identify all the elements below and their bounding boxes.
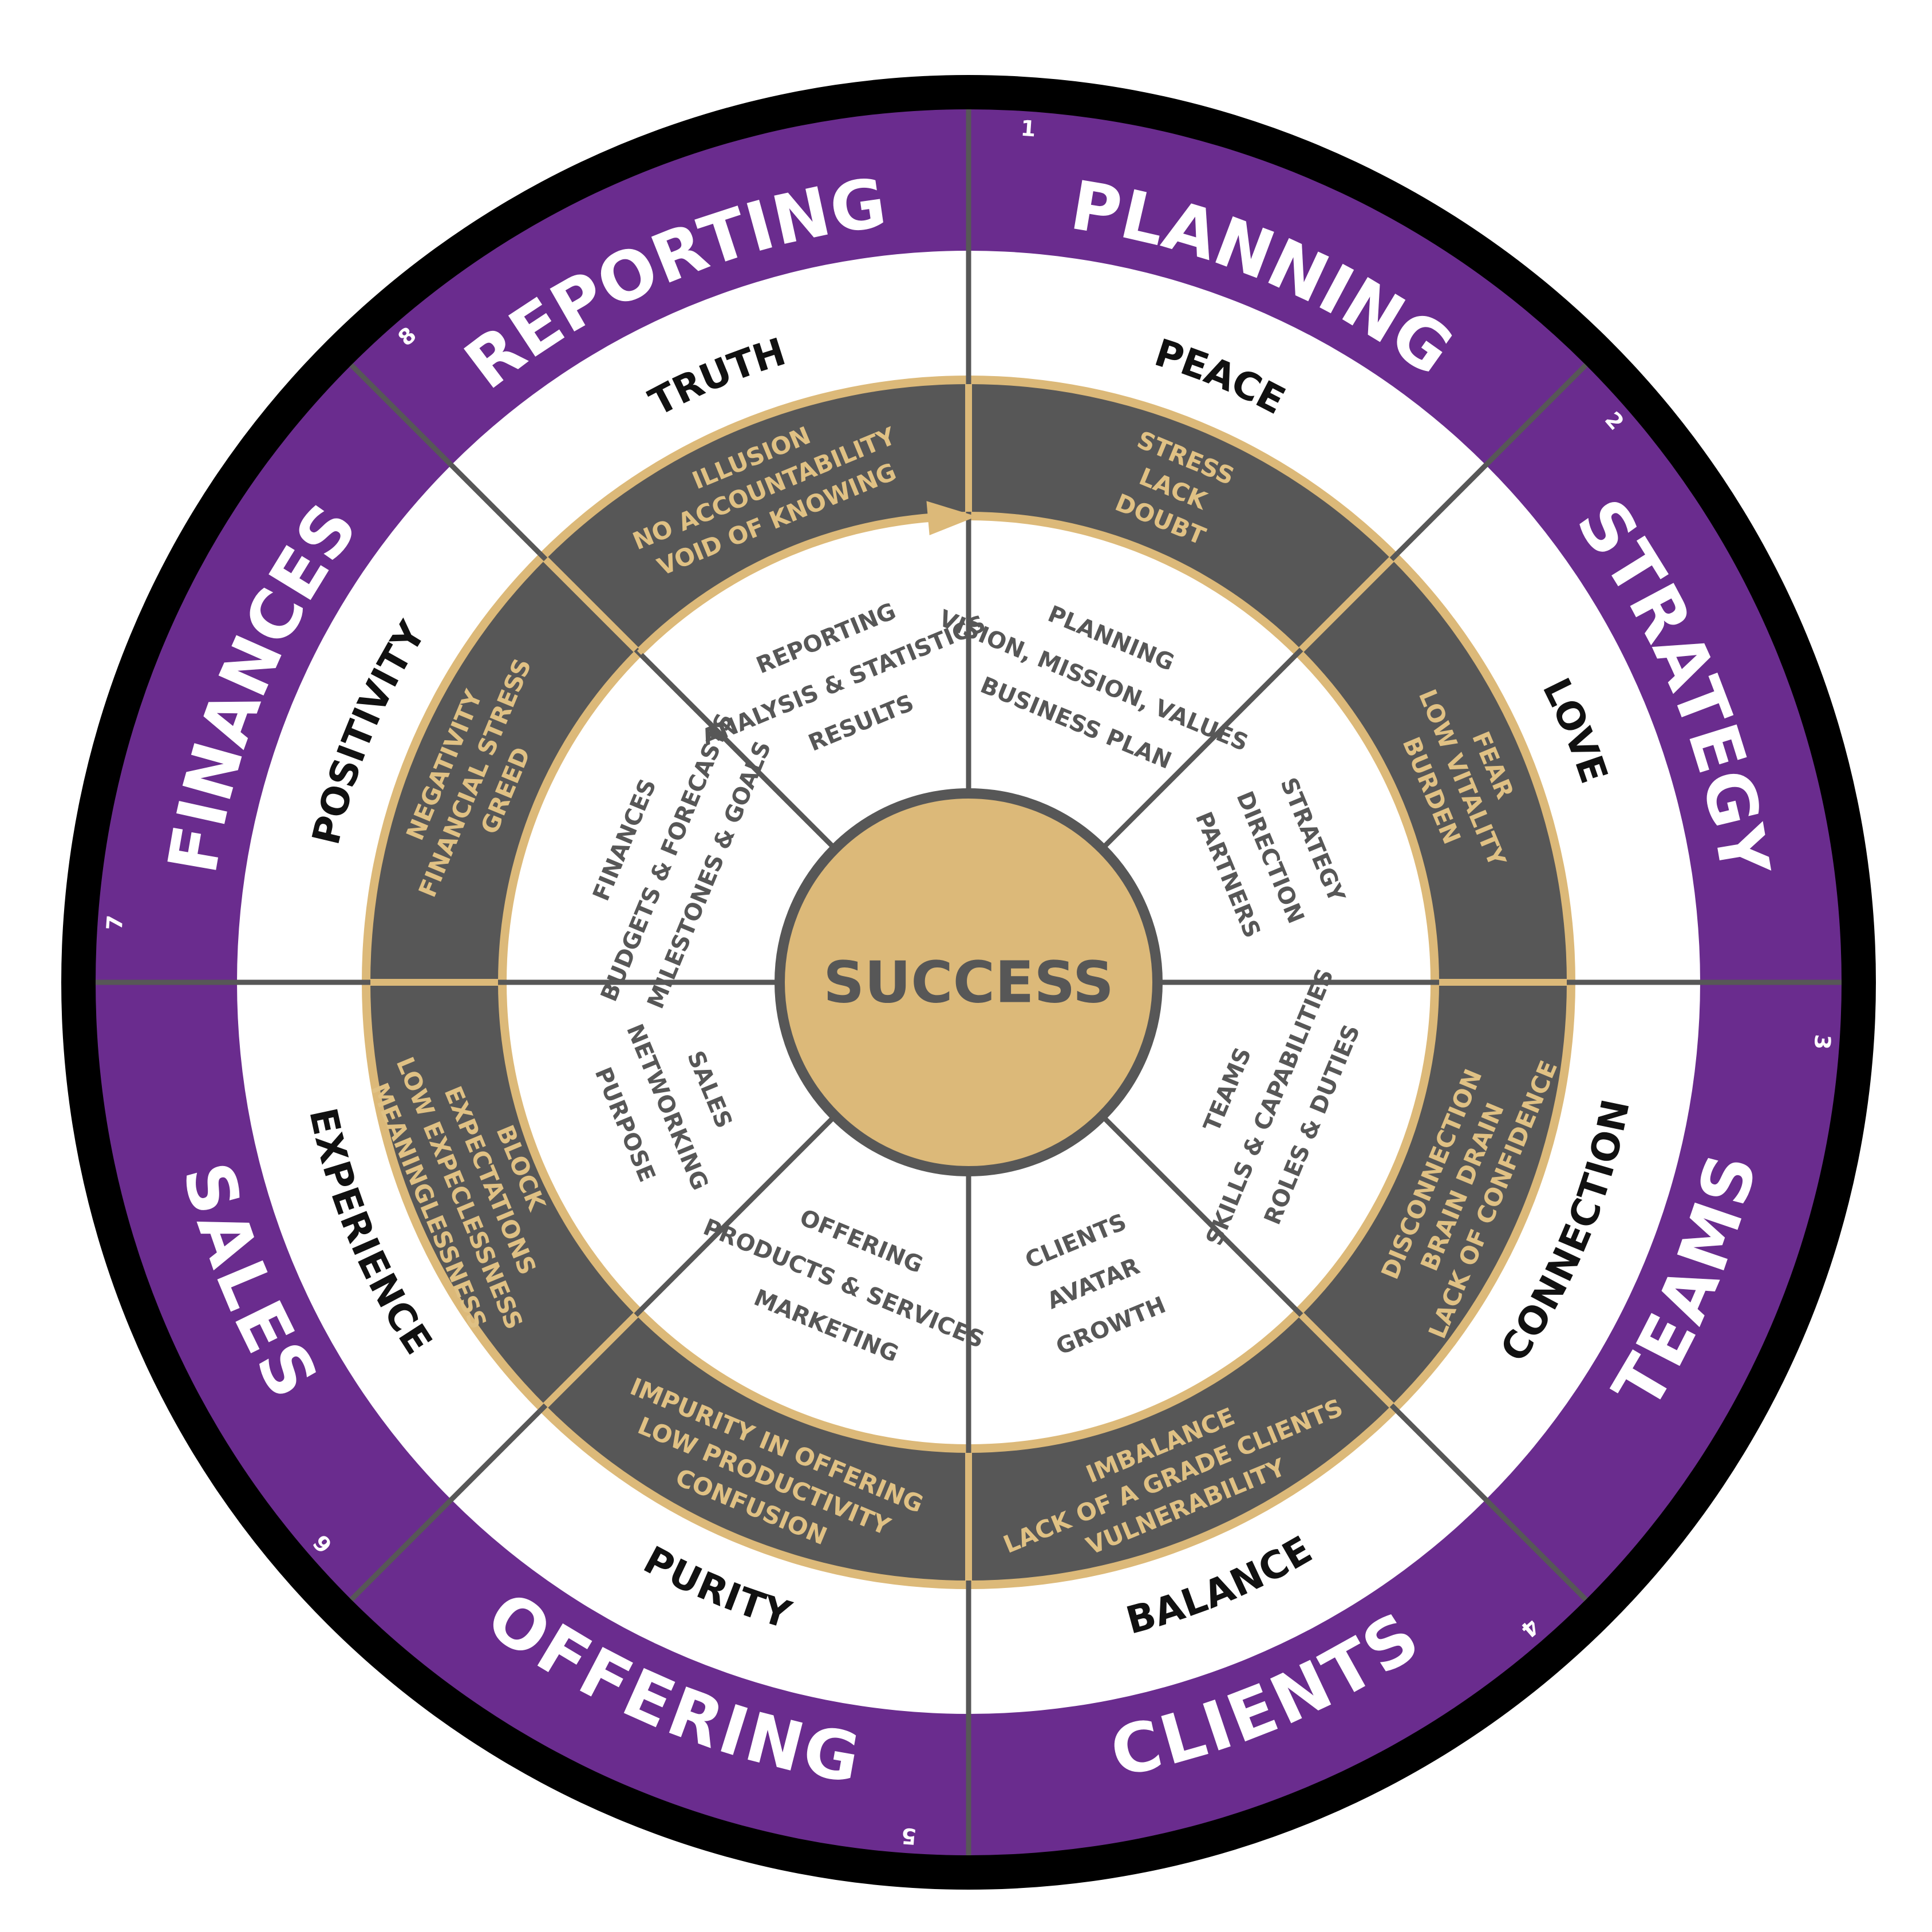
center-circle: [775, 788, 1163, 1176]
gold-divider-line: [543, 1312, 639, 1408]
arrow-head-icon: [926, 501, 977, 535]
divider-line: [349, 363, 542, 555]
segment-number-7: 7: [102, 914, 128, 931]
divider-lines: [96, 109, 1842, 1855]
gold-divider-line: [543, 556, 639, 653]
gold-divider-line: [1298, 556, 1394, 653]
divider-line: [1396, 1409, 1588, 1602]
segment-number-5: 5: [900, 1823, 917, 1849]
direction-arrow: [637, 501, 977, 655]
divider-line: [1396, 363, 1588, 555]
center-label: SUCCESS: [823, 949, 1114, 1016]
arrow-arc: [637, 513, 953, 655]
gold-divider-line: [1298, 1312, 1394, 1408]
segment-number-3: 3: [1809, 1034, 1835, 1050]
segment-number-1: 1: [1020, 116, 1037, 142]
center-hub: SUCCESS: [775, 788, 1163, 1176]
divider-line: [349, 1409, 542, 1602]
